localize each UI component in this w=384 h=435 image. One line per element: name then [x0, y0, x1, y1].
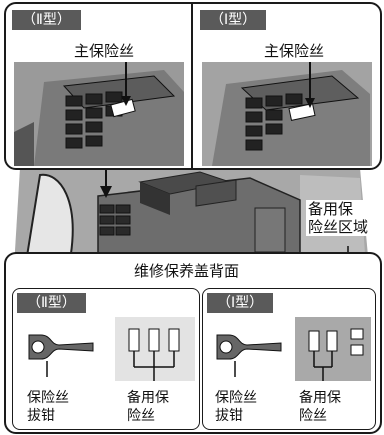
service-cover-title: 维修保养盖背面	[134, 262, 240, 280]
spare-fuse-label: 备用保	[299, 390, 341, 406]
spare-fuses-icon	[115, 317, 195, 381]
top-fuse-panel: （Ⅱ型） 主保险丝 （Ⅰ型） 主保险丝	[4, 2, 382, 170]
fuse-puller-icon	[209, 321, 289, 381]
service-cover-back-panel: 维修保养盖背面 （Ⅱ型） 保险丝 拔钳 备用保 险丝 （Ⅰ型）	[4, 252, 382, 434]
top-panel-divider	[191, 4, 193, 168]
spare-fuse-label: 险丝	[127, 408, 155, 424]
fuse-puller-label: 保险丝	[215, 390, 257, 406]
type-i-tag: （Ⅰ型）	[200, 10, 267, 30]
type-i-box: （Ⅰ型） 保险丝 拔钳 备用保 险丝	[202, 288, 376, 430]
fuse-puller-icon	[21, 321, 101, 381]
type-i-tag: （Ⅰ型）	[207, 293, 274, 313]
main-fuse-label: 主保险丝	[74, 42, 135, 60]
fuse-box-closeup-ii	[14, 62, 184, 166]
type-ii-tag: （Ⅱ型）	[12, 10, 81, 30]
fuse-puller-label: 保险丝	[27, 390, 69, 406]
fuse-puller-label: 拔钳	[215, 408, 243, 424]
spare-fuses-icon	[295, 317, 371, 381]
spare-fuse-label: 备用保	[127, 390, 169, 406]
spare-fuse-area-label: 备用保 险丝区域	[306, 200, 371, 236]
fuse-puller-label: 拔钳	[27, 408, 55, 424]
spare-fuse-label: 险丝	[299, 408, 327, 424]
type-ii-box: （Ⅱ型） 保险丝 拔钳 备用保 险丝	[12, 288, 200, 430]
type-ii-tag: （Ⅱ型）	[17, 293, 86, 313]
main-fuse-label: 主保险丝	[264, 42, 325, 60]
fuse-box-closeup-i	[202, 62, 372, 166]
